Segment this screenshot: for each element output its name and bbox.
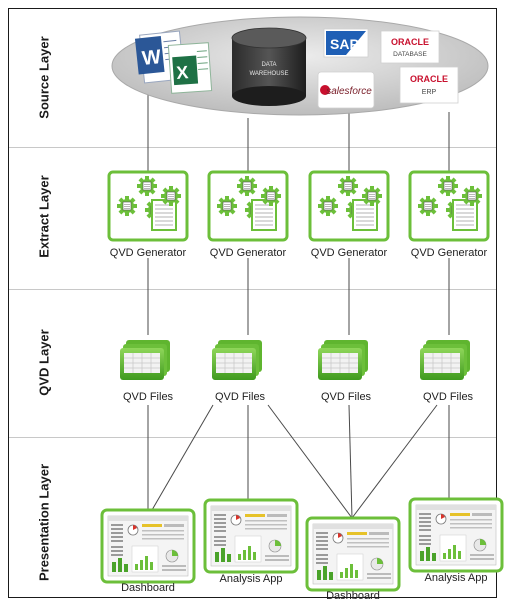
qvd-generator-label: QVD Generator xyxy=(411,247,488,259)
analysis-app-1: Analysis App xyxy=(203,498,299,585)
svg-text:W: W xyxy=(141,46,162,70)
oracle-database-label-line1: ORACLE xyxy=(391,37,429,47)
qvd-files-label: QVD Files xyxy=(123,391,174,403)
dashboard-app-1: Dashboard xyxy=(100,508,196,594)
data-warehouse-label-line2: WAREHOUSE xyxy=(249,71,288,77)
sap-label: SAP xyxy=(330,36,359,52)
qvd-files-4: QVD Files xyxy=(419,339,474,403)
qvd-files-label: QVD Files xyxy=(321,391,372,403)
oracle-database-logo: ORACLE DATABASE xyxy=(380,30,440,64)
excel-spreadsheet-icon: X xyxy=(167,42,213,94)
oracle-erp-label-line1: ORACLE xyxy=(410,74,448,84)
oracle-database-label-line2: DATABASE xyxy=(393,51,427,58)
qvd-generator-2: QVD Generator xyxy=(209,172,287,259)
qvd-generator-label: QVD Generator xyxy=(311,247,388,259)
qvd-generator-1: QVD Generator xyxy=(109,172,187,259)
qvd-generator-label: QVD Generator xyxy=(210,247,287,259)
app-label: Dashboard xyxy=(121,582,175,594)
salesforce-logo: salesforce xyxy=(317,71,375,109)
app-label: Dashboard xyxy=(326,590,380,602)
qvd-generator-label: QVD Generator xyxy=(110,247,187,259)
layer-divider xyxy=(9,147,496,148)
qvd-files-3: QVD Files xyxy=(317,339,372,403)
app-label: Analysis App xyxy=(425,572,488,584)
layer-divider xyxy=(9,437,496,438)
data-warehouse-icon: DATA WAREHOUSE xyxy=(231,27,307,106)
qvd-files-label: QVD Files xyxy=(423,391,474,403)
dashboard-app-2: Dashboard xyxy=(305,516,401,602)
qvd-files-2: QVD Files xyxy=(211,339,266,403)
layer-divider xyxy=(9,289,496,290)
qvd-files-label: QVD Files xyxy=(215,391,266,403)
data-warehouse-label-line1: DATA xyxy=(261,62,276,68)
app-label: Analysis App xyxy=(220,573,283,585)
svg-text:X: X xyxy=(176,62,189,83)
qvd-generator-4: QVD Generator xyxy=(410,172,488,259)
connector-lines xyxy=(147,95,450,519)
analysis-app-2: Analysis App xyxy=(408,497,504,584)
diagram-frame xyxy=(8,8,497,598)
salesforce-label: salesforce xyxy=(326,86,372,97)
qvd-files-1: QVD Files xyxy=(119,339,174,403)
oracle-erp-logo: ORACLE ERP xyxy=(399,66,459,104)
qvd-generator-3: QVD Generator xyxy=(310,172,388,259)
sap-logo: SAP xyxy=(323,28,369,58)
oracle-erp-label-line2: ERP xyxy=(422,89,437,96)
